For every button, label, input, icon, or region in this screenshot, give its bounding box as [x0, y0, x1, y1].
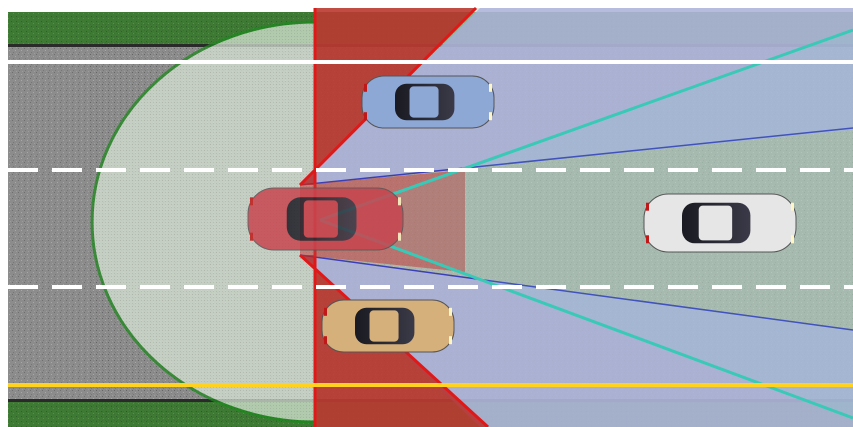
headlight-icon [791, 202, 794, 211]
vehicles [247, 75, 797, 353]
vehicle-tan-lower-lane [321, 299, 455, 353]
radar-edge-left [299, 127, 853, 186]
taillight-icon [646, 235, 649, 244]
taillight-icon [364, 112, 367, 121]
vehicle-white-ahead [643, 193, 797, 253]
taillight-icon [646, 202, 649, 211]
radar-zone-left [300, 8, 853, 185]
headlight-icon [791, 235, 794, 244]
taillight-icon [250, 197, 253, 206]
car-roof [369, 310, 399, 342]
headlight-icon [449, 336, 452, 345]
headlight-icon [489, 83, 492, 92]
lane-markings [8, 60, 853, 387]
taillight-icon [324, 336, 327, 345]
headlight-icon [489, 112, 492, 121]
headlight-icon [449, 307, 452, 316]
taillight-icon [250, 232, 253, 241]
taillight-icon [324, 307, 327, 316]
headlight-icon [398, 197, 401, 206]
car-roof [303, 200, 338, 238]
radar-edge-right [299, 254, 853, 331]
car-roof [698, 205, 733, 241]
ego-vehicle-red [247, 187, 404, 251]
vehicle-blue-upper-lane [361, 75, 495, 129]
camera-zone [320, 30, 853, 420]
headlight-icon [398, 232, 401, 241]
car-roof [409, 86, 439, 118]
taillight-icon [364, 83, 367, 92]
